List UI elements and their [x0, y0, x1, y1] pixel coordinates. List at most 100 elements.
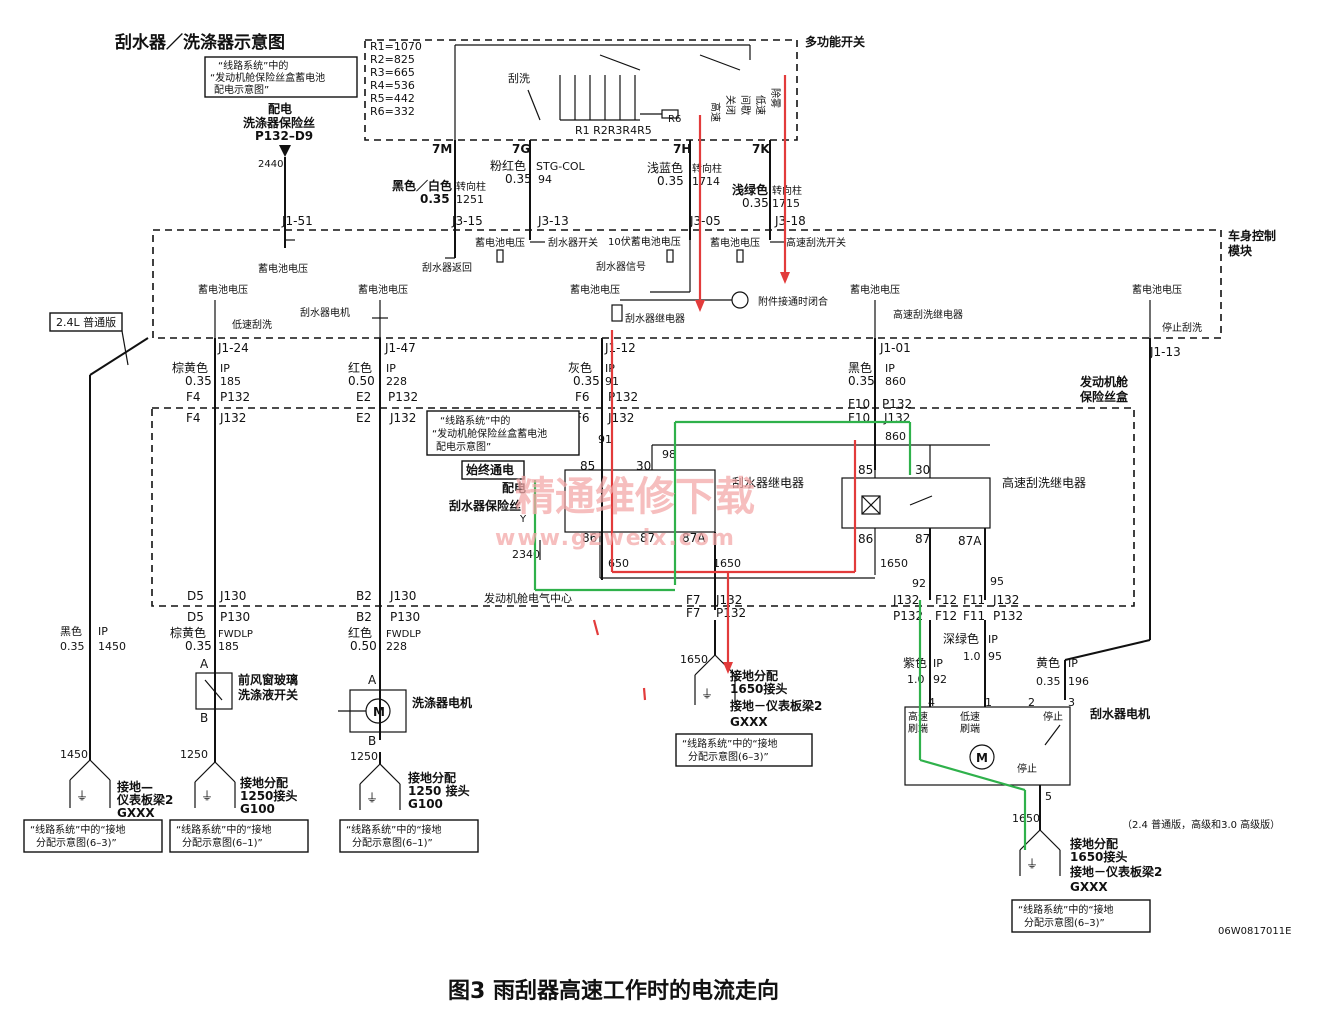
diagram-code: 06W0817011E	[1218, 926, 1291, 937]
svg-text:Y: Y	[519, 514, 527, 525]
svg-text:接地－仪表板梁2: 接地－仪表板梁2	[1070, 864, 1162, 879]
svg-text:蓄电池电压: 蓄电池电压	[850, 283, 900, 296]
svg-text:J1-24: J1-24	[217, 341, 249, 355]
svg-text:低速刮洗: 低速刮洗	[232, 318, 272, 331]
svg-text:92: 92	[912, 577, 926, 590]
svg-text:配电: 配电	[502, 480, 526, 495]
svg-text:5: 5	[1045, 790, 1052, 803]
svg-text:IP: IP	[220, 362, 230, 375]
svg-text:www.gzweix.com: www.gzweix.com	[495, 526, 736, 551]
svg-text:228: 228	[386, 375, 407, 388]
svg-text:30: 30	[915, 463, 930, 477]
svg-text:R1 R2R3R4R5: R1 R2R3R4R5	[575, 124, 652, 137]
svg-text:IP: IP	[386, 362, 396, 375]
svg-text:⏚: ⏚	[76, 789, 88, 803]
svg-text:F12: F12	[935, 593, 957, 607]
svg-text:1250: 1250	[350, 750, 378, 763]
svg-text:⏚: ⏚	[701, 687, 713, 701]
svg-text:粉红色: 粉红色	[490, 158, 526, 173]
svg-text:FWDLP: FWDLP	[218, 629, 253, 640]
ground-1650-a: 1650 ⏚ 接地分配 1650接头 接地－仪表板梁2 GXXX “线路系统”中…	[675, 653, 822, 767]
svg-text:灰色: 灰色	[568, 361, 592, 375]
svg-text:IP: IP	[98, 625, 108, 638]
figure-caption: 图3 雨刮器高速工作时的电流走向	[448, 978, 779, 1004]
svg-text:接地分配: 接地分配	[1070, 836, 1118, 851]
svg-text:⏚: ⏚	[1026, 857, 1038, 871]
svg-text:0.35: 0.35	[60, 640, 85, 653]
svg-text:接地—: 接地—	[117, 779, 153, 794]
svg-text:P132: P132	[716, 606, 746, 620]
svg-text:R1=1070: R1=1070	[370, 40, 422, 53]
svg-text:高速: 高速	[709, 102, 722, 122]
svg-text:1650接头: 1650接头	[1070, 849, 1127, 864]
svg-text:J132: J132	[892, 593, 919, 607]
svg-text:87A: 87A	[682, 531, 706, 545]
svg-text:R4=536: R4=536	[370, 79, 415, 92]
svg-text:FWDLP: FWDLP	[386, 629, 421, 640]
svg-text:D5: D5	[187, 610, 204, 624]
svg-text:B: B	[368, 734, 376, 748]
svg-text:J1-12: J1-12	[604, 341, 636, 355]
svg-text:196: 196	[1068, 675, 1089, 688]
svg-text:附件接通时闭合: 附件接通时闭合	[758, 295, 828, 308]
svg-text:87A: 87A	[958, 534, 982, 548]
svg-text:IP: IP	[933, 657, 943, 670]
svg-text:棕黄色: 棕黄色	[170, 625, 206, 640]
svg-text:P132: P132	[388, 390, 418, 404]
svg-text:分配示意图(6–1)”: 分配示意图(6–1)”	[352, 836, 433, 849]
svg-text:0.50: 0.50	[350, 639, 377, 653]
ground-1450: 1450 ⏚ 接地— 仪表板梁2 GXXX “线路系统”中的“接地 分配示意图(…	[23, 748, 173, 853]
svg-text:1450: 1450	[60, 748, 88, 761]
diagram-title: 刮水器／洗涤器示意图	[115, 32, 285, 53]
svg-text:J3-13: J3-13	[537, 214, 569, 228]
svg-text:转向柱: 转向柱	[456, 180, 486, 193]
svg-text:7K: 7K	[752, 142, 770, 156]
svg-text:2340: 2340	[512, 548, 540, 561]
svg-text:1650: 1650	[680, 653, 708, 666]
svg-text:“线路系统”中的“接地: “线路系统”中的“接地	[682, 737, 778, 750]
svg-text:黄色: 黄色	[1036, 656, 1060, 670]
svg-text:GXXX: GXXX	[1070, 880, 1108, 894]
svg-text:R3=665: R3=665	[370, 66, 415, 79]
current-path-green	[533, 420, 1027, 850]
svg-text:分配示意图(6–3)”: 分配示意图(6–3)”	[36, 836, 117, 849]
svg-text:30: 30	[636, 459, 651, 473]
ground-1250-a: 1250 ⏚ 接地分配 1250接头 G100 “线路系统”中的“接地 分配示意…	[169, 740, 309, 853]
svg-text:92: 92	[933, 673, 947, 686]
svg-text:J132: J132	[992, 593, 1019, 607]
svg-text:蓄电池电压: 蓄电池电压	[1132, 283, 1182, 296]
svg-text:P130: P130	[220, 610, 250, 624]
svg-text:GXXX: GXXX	[117, 806, 155, 820]
svg-text:F12: F12	[935, 609, 957, 623]
svg-text:黑色: 黑色	[60, 624, 82, 638]
washer-motor: A M 洗涤器电机 B	[338, 673, 472, 748]
washer-fluid-switch: A 前风窗玻璃 洗涤液开关 B	[195, 657, 298, 725]
svg-text:刮水器信号: 刮水器信号	[596, 260, 646, 273]
watermark: 精通维修下载 www.gzweix.com	[495, 474, 755, 551]
svg-text:G100: G100	[240, 802, 275, 816]
svg-text:P132–D9: P132–D9	[255, 129, 313, 143]
bottom-connectors: D5 J130 D5 P130 B2 J130 B2 P130 F7 J132 …	[187, 589, 1023, 624]
svg-text:P132: P132	[893, 609, 923, 623]
lower-wire-labels: 黑色 IP 0.35 1450 棕黄色 FWDLP 0.35 185 红色 FW…	[60, 624, 1089, 688]
svg-text:J1-51: J1-51	[281, 214, 313, 228]
ground-1250-b: 1250 ⏚ 接地分配 1250 接头 G100 “线路系统”中的“接地 分配示…	[339, 750, 479, 853]
svg-text:蓄电池电压: 蓄电池电压	[198, 283, 248, 296]
svg-text:“线路系统”中的: “线路系统”中的	[218, 59, 288, 72]
version-tag: 2.4L 普通版	[49, 312, 129, 366]
svg-text:高速刮洗继电器: 高速刮洗继电器	[893, 308, 963, 321]
svg-text:刷端: 刷端	[908, 722, 928, 735]
svg-text:1650: 1650	[713, 557, 741, 570]
ground-1650-b: 1650 ⏚ 接地分配 1650接头 接地－仪表板梁2 GXXX “线路系统”中…	[1011, 812, 1162, 933]
svg-text:仪表板梁2: 仪表板梁2	[116, 792, 173, 807]
svg-text:关闭: 关闭	[724, 95, 737, 115]
svg-text:浅蓝色: 浅蓝色	[647, 161, 683, 175]
svg-text:刮洗: 刮洗	[508, 71, 530, 85]
svg-text:185: 185	[220, 375, 241, 388]
svg-text:深绿色: 深绿色	[943, 631, 979, 646]
svg-text:停止: 停止	[1017, 762, 1037, 775]
svg-text:除雾: 除雾	[769, 88, 782, 108]
svg-text:保险丝盒: 保险丝盒	[1079, 389, 1129, 404]
current-path-red	[592, 75, 857, 701]
